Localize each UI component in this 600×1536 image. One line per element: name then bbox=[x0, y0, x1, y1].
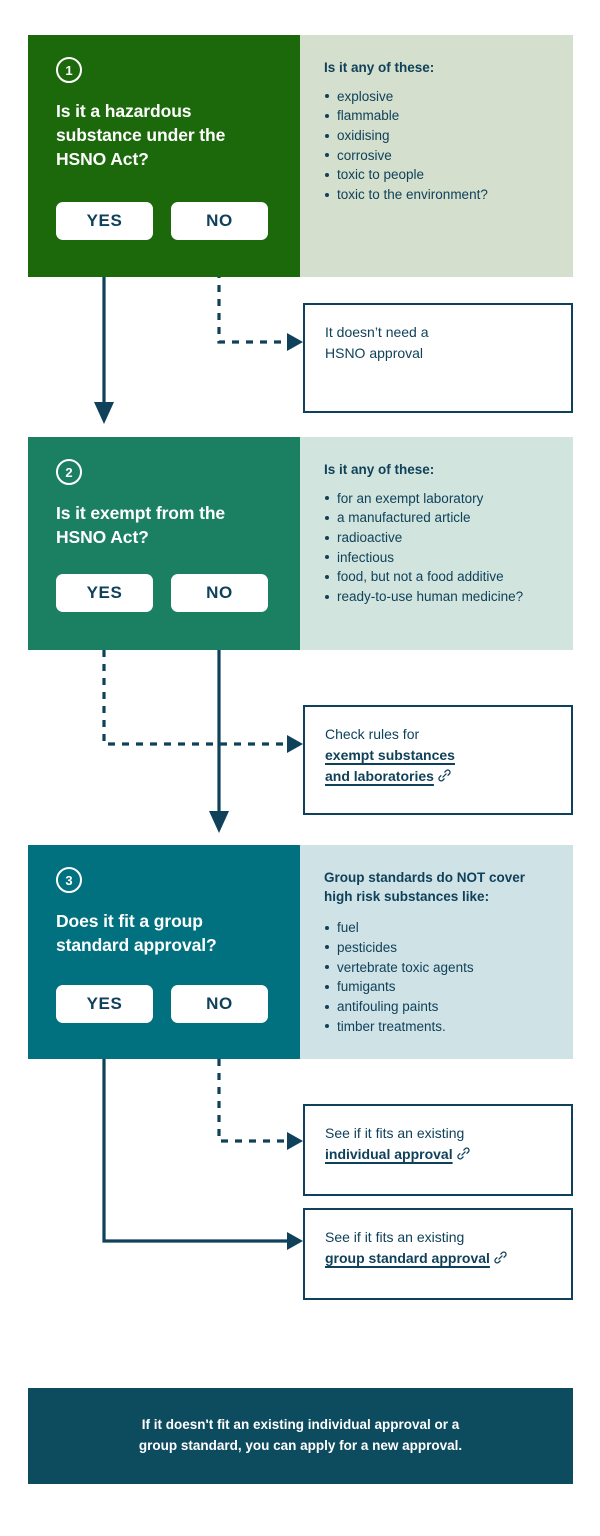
individual-approval-link[interactable]: individual approval bbox=[325, 1146, 453, 1162]
outcome-text: See if it fits an existing individual ap… bbox=[325, 1123, 551, 1167]
list-item: ready-to-use human medicine? bbox=[324, 587, 555, 607]
list-item: pesticides bbox=[324, 938, 555, 958]
list-item: fuel bbox=[324, 918, 555, 938]
list-item: toxic to the environment? bbox=[324, 185, 555, 205]
footer-line-2: group standard, you can apply for a new … bbox=[138, 1438, 463, 1453]
step-2-no-button[interactable]: NO bbox=[171, 574, 268, 612]
outcome-text: Check rules for exempt substances and la… bbox=[325, 724, 551, 789]
step-3-number-badge: 3 bbox=[56, 867, 82, 893]
outcome-line-1: Check rules for bbox=[325, 726, 420, 742]
step-3-answer-buttons: YES NO bbox=[56, 985, 268, 1023]
link-icon bbox=[456, 1146, 471, 1167]
outcome-line-1: See if it fits an existing bbox=[325, 1229, 465, 1245]
step-3: 3 Does it fit a group standard approval?… bbox=[28, 845, 573, 1059]
step-2-question-panel: 2 Is it exempt from the HSNO Act? YES NO bbox=[28, 437, 300, 650]
step-2-answer-buttons: YES NO bbox=[56, 574, 268, 612]
step-3-question-panel: 3 Does it fit a group standard approval?… bbox=[28, 845, 300, 1059]
outcome-line-2: HSNO approval bbox=[325, 345, 424, 361]
exempt-laboratories-link[interactable]: and laboratories bbox=[325, 768, 434, 784]
outcome-individual-approval: See if it fits an existing individual ap… bbox=[303, 1104, 573, 1196]
criteria-title-after: cover high risk substances like: bbox=[324, 870, 526, 904]
outcome-text: It doesn’t need a HSNO approval bbox=[325, 322, 551, 364]
step-3-yes-button[interactable]: YES bbox=[56, 985, 153, 1023]
footer-banner: If it doesn't fit an existing individual… bbox=[28, 1388, 573, 1484]
outcome-line-1: See if it fits an existing bbox=[325, 1125, 465, 1141]
link-icon bbox=[493, 1250, 508, 1271]
outcome-no-approval-needed: It doesn’t need a HSNO approval bbox=[303, 303, 573, 413]
list-item: food, but not a food additive bbox=[324, 567, 555, 587]
list-item: flammable bbox=[324, 106, 555, 126]
step-2-criteria-title: Is it any of these: bbox=[324, 462, 435, 477]
list-item: infectious bbox=[324, 548, 555, 568]
step-1-number-badge: 1 bbox=[56, 57, 82, 83]
footer-line-1: If it doesn't fit an existing individual… bbox=[141, 1417, 460, 1433]
step-1: 1 Is it a hazardous substance under the … bbox=[28, 35, 573, 277]
step-1-criteria-panel: Is it any of these: explosive flammable … bbox=[300, 35, 573, 277]
step-1-no-button[interactable]: NO bbox=[171, 202, 268, 240]
list-item: vertebrate toxic agents bbox=[324, 958, 555, 978]
step-3-criteria-title: Group standards do NOT cover high risk s… bbox=[324, 869, 555, 906]
step-2-criteria-list: for an exempt laboratory a manufactured … bbox=[324, 489, 555, 607]
link-icon bbox=[437, 768, 452, 789]
list-item: for an exempt laboratory bbox=[324, 489, 555, 509]
outcome-exempt-substances: Check rules for exempt substances and la… bbox=[303, 705, 573, 815]
list-item: timber treatments. bbox=[324, 1017, 555, 1037]
outcome-group-standard-approval: See if it fits an existing group standar… bbox=[303, 1208, 573, 1300]
outcome-text: See if it fits an existing group standar… bbox=[325, 1227, 551, 1271]
step-2-criteria-panel: Is it any of these: for an exempt labora… bbox=[300, 437, 573, 650]
step-3-question: Does it fit a group standard approval? bbox=[56, 911, 217, 956]
step-1-criteria-title: Is it any of these: bbox=[324, 60, 435, 75]
list-item: radioactive bbox=[324, 528, 555, 548]
step-2: 2 Is it exempt from the HSNO Act? YES NO… bbox=[28, 437, 573, 650]
exempt-substances-link[interactable]: exempt substances bbox=[325, 747, 455, 763]
list-item: a manufactured article bbox=[324, 508, 555, 528]
step-1-criteria-list: explosive flammable oxidising corrosive … bbox=[324, 87, 555, 205]
step-1-yes-button[interactable]: YES bbox=[56, 202, 153, 240]
footer-text: If it doesn't fit an existing individual… bbox=[139, 1415, 462, 1457]
criteria-title-before: Group standards do bbox=[324, 870, 457, 885]
criteria-title-emphasis: NOT bbox=[456, 870, 486, 885]
step-3-criteria-panel: Group standards do NOT cover high risk s… bbox=[300, 845, 573, 1059]
list-item: antifouling paints bbox=[324, 997, 555, 1017]
list-item: oxidising bbox=[324, 126, 555, 146]
step-1-question-panel: 1 Is it a hazardous substance under the … bbox=[28, 35, 300, 277]
list-item: fumigants bbox=[324, 977, 555, 997]
step-3-criteria-list: fuel pesticides vertebrate toxic agents … bbox=[324, 918, 555, 1036]
step-2-number-badge: 2 bbox=[56, 459, 82, 485]
list-item: explosive bbox=[324, 87, 555, 107]
step-1-question: Is it a hazardous substance under the HS… bbox=[56, 101, 226, 170]
step-1-answer-buttons: YES NO bbox=[56, 202, 268, 240]
step-3-no-button[interactable]: NO bbox=[171, 985, 268, 1023]
group-standard-approval-link[interactable]: group standard approval bbox=[325, 1250, 490, 1266]
step-2-yes-button[interactable]: YES bbox=[56, 574, 153, 612]
list-item: toxic to people bbox=[324, 165, 555, 185]
step-2-question: Is it exempt from the HSNO Act? bbox=[56, 503, 226, 548]
outcome-line-1: It doesn’t need a bbox=[325, 324, 429, 340]
list-item: corrosive bbox=[324, 146, 555, 166]
